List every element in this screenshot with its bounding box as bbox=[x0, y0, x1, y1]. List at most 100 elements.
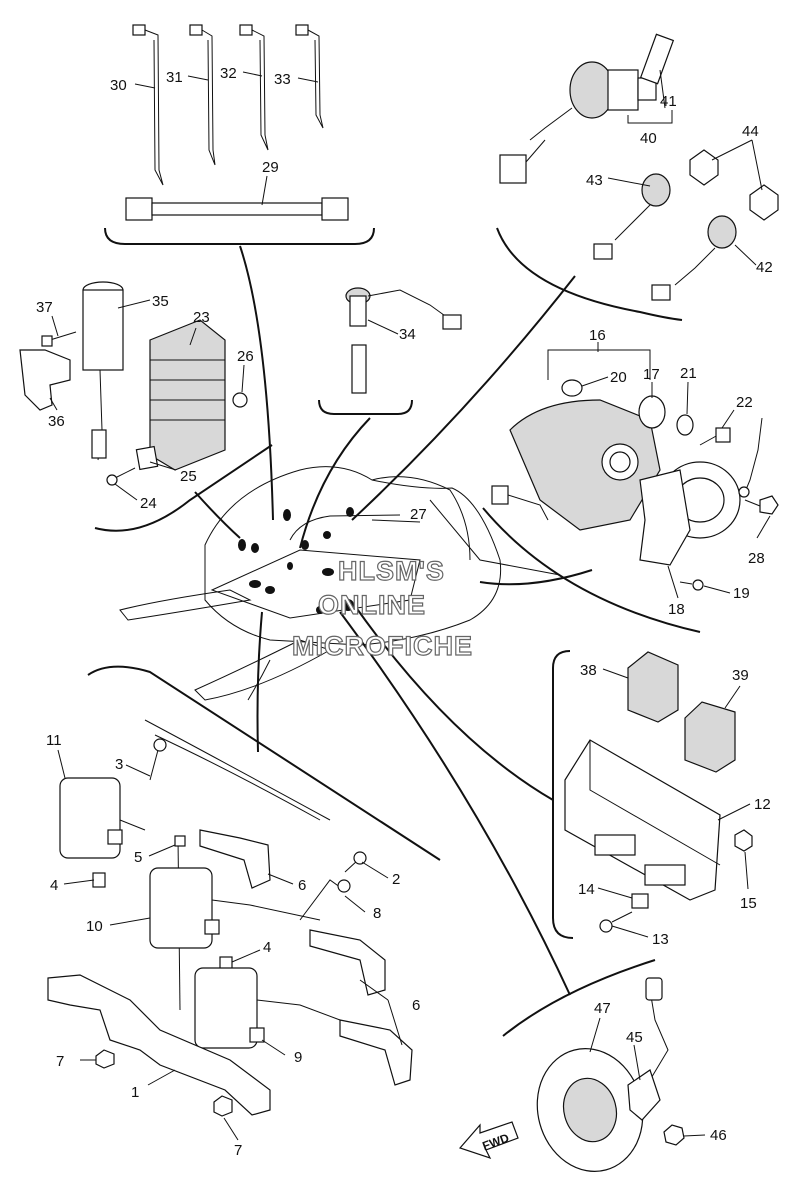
label-37: 37 bbox=[36, 299, 53, 316]
nut-26 bbox=[232, 392, 248, 408]
watermark-line-2: ONLINE bbox=[318, 590, 426, 620]
cdi-unit-12 bbox=[564, 739, 721, 901]
label-34: 34 bbox=[399, 326, 416, 343]
watermark-line-1: HLSM'S bbox=[338, 556, 445, 586]
label-15: 15 bbox=[740, 895, 757, 912]
label-8: 8 bbox=[373, 905, 381, 922]
label-43: 43 bbox=[586, 172, 603, 189]
bolt-46 bbox=[663, 1124, 685, 1146]
label-10: 10 bbox=[86, 918, 103, 935]
label-11: 11 bbox=[46, 732, 62, 749]
label-38: 38 bbox=[580, 662, 597, 679]
wire-lead bbox=[491, 417, 763, 521]
switch-42 bbox=[651, 215, 737, 301]
label-28: 28 bbox=[748, 550, 765, 567]
label-17: 17 bbox=[643, 366, 660, 383]
label-40: 40 bbox=[640, 130, 657, 147]
leader-lines bbox=[194, 245, 593, 996]
servo-motor-group bbox=[491, 349, 779, 591]
label-3: 3 bbox=[115, 756, 123, 773]
label-25: 25 bbox=[180, 468, 197, 485]
cdi-coil-35 bbox=[82, 281, 124, 461]
cable-tie-32 bbox=[239, 24, 269, 151]
cdi-unit-group bbox=[564, 651, 753, 933]
label-21: 21 bbox=[680, 365, 697, 382]
label-9: 9 bbox=[294, 1049, 302, 1066]
label-7a: 7 bbox=[56, 1053, 64, 1070]
label-29: 29 bbox=[262, 159, 279, 176]
bolt-13 bbox=[599, 911, 633, 933]
nut-15 bbox=[734, 829, 753, 852]
bolt-2 bbox=[344, 851, 367, 873]
rotor-47 bbox=[536, 1048, 644, 1172]
ignition-coil-group bbox=[47, 719, 413, 1117]
ground-lead-8 bbox=[299, 879, 351, 921]
label-12: 12 bbox=[754, 796, 771, 813]
label-7b: 7 bbox=[234, 1142, 242, 1159]
bolt-3 bbox=[149, 738, 167, 781]
label-18: 18 bbox=[668, 601, 685, 618]
label-14: 14 bbox=[578, 881, 595, 898]
label-19: 19 bbox=[733, 585, 750, 602]
label-44: 44 bbox=[742, 123, 759, 140]
part-number-labels: 30 31 32 33 29 41 40 43 44 42 35 23 37 2… bbox=[36, 65, 773, 1159]
watermark-line-3: MICROFICHE bbox=[292, 631, 473, 661]
bolt-24 bbox=[106, 467, 136, 486]
ignition-coil-11 bbox=[59, 777, 146, 859]
protector-tube-29 bbox=[125, 197, 349, 221]
sensor-34-group bbox=[345, 287, 462, 394]
label-46: 46 bbox=[710, 1127, 727, 1144]
label-31: 31 bbox=[166, 69, 183, 86]
ignition-coil-10 bbox=[149, 867, 321, 949]
relay-39 bbox=[684, 701, 736, 773]
screw-37 bbox=[41, 331, 77, 347]
switch-43 bbox=[593, 173, 671, 260]
switch-group bbox=[499, 33, 779, 301]
nut-44 bbox=[689, 149, 779, 221]
label-6b: 6 bbox=[412, 997, 420, 1014]
label-6a: 6 bbox=[298, 877, 306, 894]
bracket-36 bbox=[19, 349, 71, 411]
label-26: 26 bbox=[237, 348, 254, 365]
cable-tie-33 bbox=[295, 24, 324, 129]
main-switch-40 bbox=[499, 61, 657, 184]
bracket-1 bbox=[47, 974, 271, 1116]
label-4a: 4 bbox=[50, 877, 58, 894]
collar-4a bbox=[92, 872, 106, 888]
bolt-19 bbox=[679, 579, 704, 591]
label-24: 24 bbox=[140, 495, 157, 512]
label-27: 27 bbox=[410, 506, 427, 523]
label-39: 39 bbox=[732, 667, 749, 684]
plug-cap-6b bbox=[309, 929, 413, 1086]
bracket-18 bbox=[639, 469, 691, 566]
label-4b: 4 bbox=[263, 939, 271, 956]
cable-ties-group bbox=[125, 24, 349, 221]
grommet-17 bbox=[638, 395, 666, 429]
label-1: 1 bbox=[131, 1084, 139, 1101]
collar-14 bbox=[631, 893, 649, 909]
watermark: HLSM'S ONLINE MICROFICHE bbox=[291, 555, 473, 661]
label-36: 36 bbox=[48, 413, 65, 430]
plug-cap-6a bbox=[199, 829, 271, 889]
fwd-arrow: FWD bbox=[458, 1121, 519, 1160]
nut-7b bbox=[213, 1095, 233, 1117]
small-parts-cluster bbox=[238, 507, 354, 614]
label-leaders bbox=[49, 69, 771, 1141]
rectifier-regulator-23 bbox=[149, 319, 226, 471]
servo-motor-16 bbox=[509, 399, 741, 539]
label-42: 42 bbox=[756, 259, 773, 276]
label-45: 45 bbox=[626, 1029, 643, 1046]
label-35: 35 bbox=[152, 293, 169, 310]
cable-tie-30 bbox=[132, 24, 164, 186]
ignition-coil-9 bbox=[194, 967, 341, 1049]
trigger-group: FWD bbox=[458, 977, 685, 1172]
label-16: 16 bbox=[589, 327, 606, 344]
rectifier-group bbox=[19, 281, 248, 486]
relay-38 bbox=[627, 651, 679, 723]
plate-20 bbox=[561, 379, 583, 397]
bolt-22 bbox=[699, 427, 731, 446]
snowmobile-outline bbox=[119, 466, 561, 701]
label-23: 23 bbox=[193, 309, 210, 326]
label-5: 5 bbox=[134, 849, 142, 866]
